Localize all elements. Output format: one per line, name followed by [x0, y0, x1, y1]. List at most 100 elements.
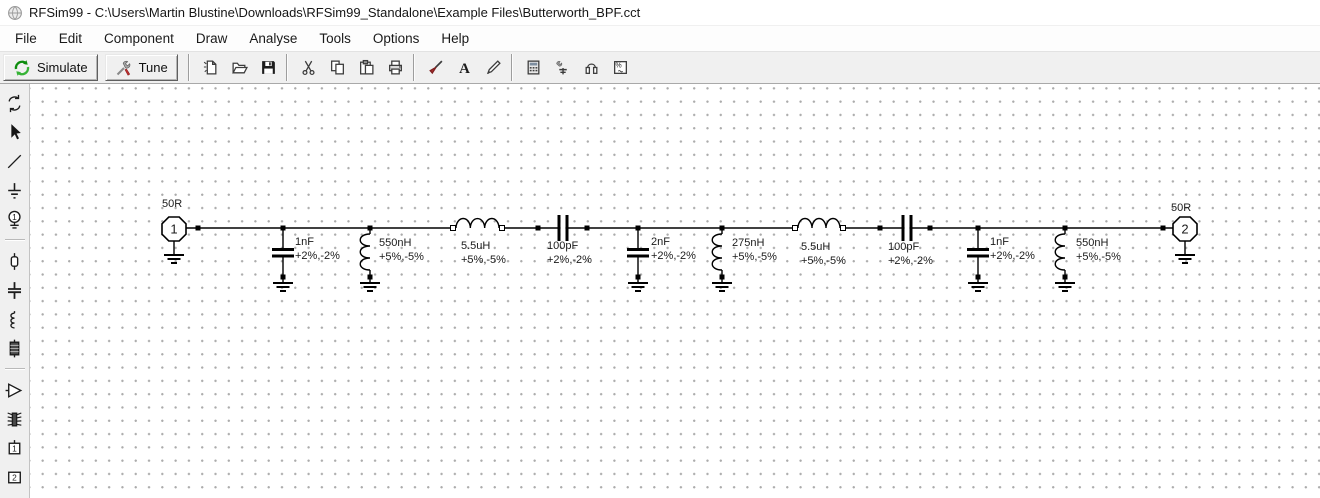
tune-label: Tune: [138, 60, 168, 75]
port-icon: 1: [4, 209, 25, 230]
tune-component-button[interactable]: [549, 54, 576, 81]
wire-icon: [4, 151, 25, 172]
component-tolerance-label: +2%,-2%: [990, 250, 1035, 262]
toolbar-separator: [285, 54, 288, 81]
save-button[interactable]: [255, 54, 282, 81]
coupler-button[interactable]: [578, 54, 605, 81]
sidebar-tool-transistor[interactable]: [3, 407, 27, 431]
delete-button[interactable]: [422, 54, 449, 81]
one-port-icon: 1: [4, 438, 25, 459]
sidebar-tool-s-param-2port[interactable]: 2: [3, 465, 27, 489]
component-shunt-ind-550nH[interactable]: 550nH +5%,-5%: [1054, 225, 1121, 292]
component-series-ind-5.5uH[interactable]: 5.5uH +5%,-5%: [792, 217, 847, 268]
component-value-label: 5.5uH: [461, 240, 490, 252]
sidebar-tool-draw-wire[interactable]: [3, 149, 27, 173]
tune-component-icon: [554, 59, 571, 76]
component-tolerance-label: +5%,-5%: [461, 254, 506, 266]
print-icon: [387, 59, 404, 76]
paste-icon: [358, 59, 375, 76]
calculator-button[interactable]: [520, 54, 547, 81]
svg-text:A: A: [459, 61, 470, 76]
open-file-button[interactable]: [226, 54, 253, 81]
menu-item-tools[interactable]: Tools: [319, 31, 351, 46]
sidebar-tool-resistor[interactable]: [3, 249, 27, 273]
text-button[interactable]: A: [451, 54, 478, 81]
svg-text:%: %: [615, 63, 621, 70]
palette-separator: [4, 368, 25, 370]
component-series-cap-100pF[interactable]: 100pF +2%,-2%: [535, 215, 593, 266]
sidebar-tool-amplifier[interactable]: [3, 378, 27, 402]
svg-text:1: 1: [12, 211, 17, 221]
menu-item-file[interactable]: File: [15, 31, 37, 46]
svg-text:2: 2: [12, 472, 17, 482]
port-number: 1: [170, 222, 177, 237]
toolbar-separator: [412, 54, 415, 81]
new-file-icon: [202, 59, 219, 76]
sidebar-tool-select[interactable]: [3, 120, 27, 144]
sparameter-button[interactable]: %: [607, 54, 634, 81]
port-impedance-label: 50R: [1171, 202, 1191, 214]
component-palette: 1 1 2: [0, 84, 30, 498]
transistor-icon: [4, 409, 25, 430]
title-bar: RFSim99 - C:\Users\Martin Blustine\Downl…: [0, 0, 1320, 26]
pencil-button[interactable]: [480, 54, 507, 81]
sidebar-tool-capacitor[interactable]: [3, 278, 27, 302]
component-value-label: 550nH: [1076, 237, 1108, 249]
sidebar-tool-ground[interactable]: [3, 178, 27, 202]
cut-button[interactable]: [295, 54, 322, 81]
component-series-cap-100pF[interactable]: 100pF+2%,-2%: [877, 215, 934, 267]
simulate-label: Simulate: [37, 60, 88, 75]
simulate-icon: [13, 59, 31, 77]
component-value-label: 5.5uH: [801, 241, 830, 253]
sidebar-tool-inductor[interactable]: [3, 307, 27, 331]
svg-text:1: 1: [12, 443, 17, 453]
menu-item-edit[interactable]: Edit: [58, 31, 83, 46]
schematic: 150R250R1nF+2%,-2%550nH+5%,-5%5.5uH+5%,-…: [161, 198, 1198, 292]
component-shunt-cap-1nF[interactable]: 1nF+2%,-2%: [272, 225, 340, 292]
toolbar-icon-buttons: A%: [196, 54, 635, 81]
component-tolerance-label: +2%,-2%: [547, 254, 592, 266]
component-tolerance-label: +2%,-2%: [295, 250, 340, 262]
calculator-icon: [525, 59, 542, 76]
menu-item-component[interactable]: Component: [104, 31, 174, 46]
sidebar-tool-port[interactable]: 1: [3, 207, 27, 231]
component-shunt-ind-550nH[interactable]: 550nH +5%,-5%: [359, 225, 424, 292]
copy-button[interactable]: [324, 54, 351, 81]
paste-button[interactable]: [353, 54, 380, 81]
component-value-label: 100pF: [547, 240, 578, 252]
component-tolerance-label: +2%,-2%: [888, 255, 933, 267]
rotate-icon: [4, 93, 25, 114]
tune-icon: [115, 59, 133, 77]
component-tolerance-label: +5%,-5%: [801, 255, 846, 267]
select-icon: [4, 122, 25, 143]
new-file-button[interactable]: [197, 54, 224, 81]
component-shunt-cap-2nF[interactable]: 2nF +2%,-2%: [627, 225, 696, 292]
app-icon: [7, 5, 23, 21]
tune-button[interactable]: Tune: [104, 54, 178, 81]
simulate-button[interactable]: Simulate: [3, 54, 98, 81]
print-button[interactable]: [382, 54, 409, 81]
component-value-label: 2nF: [651, 236, 670, 248]
component-tolerance-label: +5%,-5%: [732, 251, 777, 263]
menu-item-analyse[interactable]: Analyse: [249, 31, 298, 46]
component-shunt-cap-1nF[interactable]: 1nF +2%,-2%: [967, 225, 1035, 292]
menu-bar: File Edit Component Draw Analyse Tools Options…: [0, 26, 1320, 52]
menu-item-help[interactable]: Help: [441, 31, 470, 46]
sidebar-tool-rotate[interactable]: [3, 91, 27, 115]
component-value-label: 550nH: [379, 237, 411, 249]
component-tolerance-label: +5%,-5%: [1076, 251, 1121, 263]
menu-item-draw[interactable]: Draw: [195, 31, 228, 46]
component-value-label: 1nF: [990, 236, 1009, 248]
component-tolerance-label: +2%,-2%: [651, 250, 696, 262]
sidebar-tool-transformer[interactable]: [3, 336, 27, 360]
component-shunt-ind-275nH[interactable]: 275nH+5%,-5%: [711, 225, 777, 292]
component-series-ind-5.5uH[interactable]: 5.5uH +5%,-5%: [450, 217, 507, 266]
menu-item-options[interactable]: Options: [372, 31, 420, 46]
cut-icon: [300, 59, 317, 76]
sidebar-tool-s-param-1port[interactable]: 1: [3, 436, 27, 460]
component-tolerance-label: +5%,-5%: [379, 251, 424, 263]
toolbar: Simulate Tune A%: [0, 52, 1320, 84]
